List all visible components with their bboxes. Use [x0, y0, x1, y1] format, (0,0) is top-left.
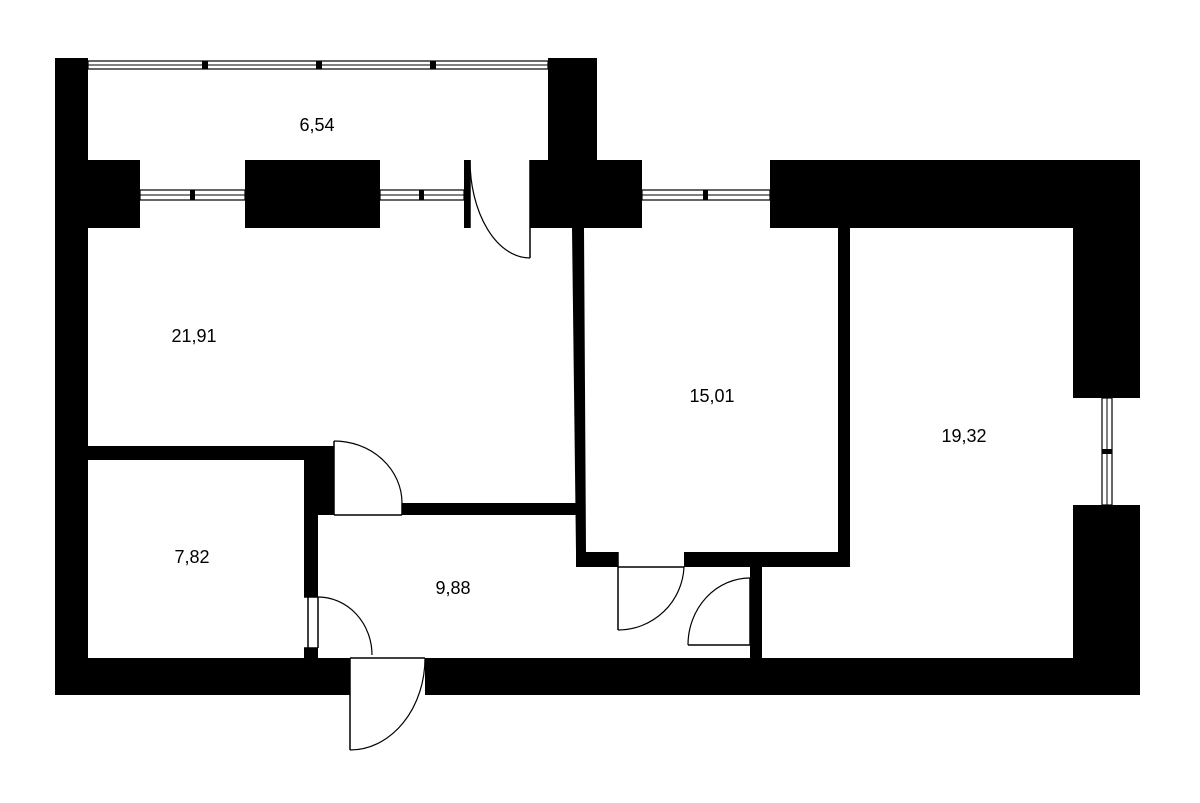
door-balcony: [469, 159, 531, 259]
door-entrance: [349, 657, 426, 751]
door-bathroom: [304, 596, 373, 658]
window-living-left: [139, 189, 246, 201]
room-area-living-room: 21,91: [171, 326, 216, 346]
wall-north-4: [530, 160, 642, 228]
wall-south-right: [425, 658, 1140, 695]
window-bedroom-middle: [641, 189, 771, 201]
wall-east-upper: [1073, 160, 1140, 398]
wall-21-bath: [88, 446, 318, 460]
wall-interior-15-19: [838, 228, 850, 565]
doors: [304, 159, 751, 751]
wall-north-2: [245, 160, 380, 228]
wall-north-1: [88, 160, 140, 228]
wall-left: [55, 58, 88, 695]
wall-21-hall-stub: [318, 446, 334, 504]
window-bedroom-right: [1101, 397, 1113, 506]
wall-north-3: [464, 160, 470, 228]
room-area-bedroom-middle: 15,01: [689, 386, 734, 406]
walls: [55, 58, 1140, 695]
room-labels: 6,54 21,91 15,01 19,32 7,82 9,88: [171, 115, 986, 598]
wall-15-bottom-right: [684, 552, 850, 567]
room-area-balcony: 6,54: [299, 115, 334, 135]
door-bedroom-middle: [617, 552, 685, 631]
wall-interior-diagonal: [572, 228, 586, 552]
windows: [87, 60, 1113, 506]
room-area-bedroom-right: 19,32: [941, 426, 986, 446]
wall-bath-hall-lower: [304, 648, 318, 660]
room-area-bathroom: 7,82: [174, 547, 209, 567]
wall-hall-stub: [318, 503, 334, 515]
wall-15-bottom-left: [576, 552, 618, 567]
wall-19-door-jamb: [750, 565, 762, 660]
door-bedroom-right: [687, 577, 751, 646]
window-balcony: [87, 60, 549, 70]
wall-21-hall: [402, 503, 578, 515]
window-living-right: [379, 189, 465, 201]
room-area-hallway: 9,88: [435, 578, 470, 598]
wall-bath-hall: [304, 460, 318, 597]
wall-south-left: [55, 658, 350, 695]
door-living-hall: [333, 440, 403, 516]
